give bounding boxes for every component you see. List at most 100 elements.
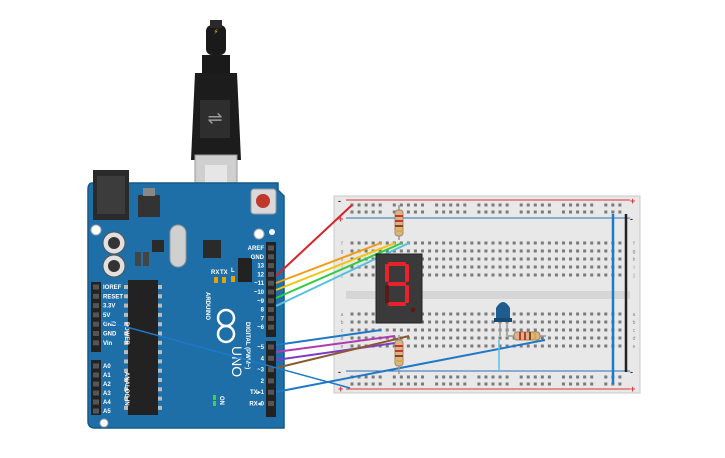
rail-hole[interactable] [456, 382, 460, 386]
breadboard-hole[interactable] [540, 241, 544, 245]
rail-hole[interactable] [562, 375, 565, 379]
digital-pin-socket[interactable] [268, 289, 274, 295]
rail-hole[interactable] [399, 203, 403, 207]
breadboard-hole[interactable] [576, 249, 580, 253]
breadboard-hole[interactable] [498, 336, 502, 340]
rail-hole[interactable] [526, 203, 530, 207]
breadboard-hole[interactable] [618, 312, 622, 316]
rail-hole[interactable] [442, 210, 446, 214]
rail-hole[interactable] [477, 375, 481, 379]
rail-hole[interactable] [442, 375, 446, 379]
rail-hole[interactable] [484, 375, 488, 379]
breadboard-hole[interactable] [547, 344, 551, 348]
rail-hole[interactable] [498, 203, 502, 207]
power-pin-socket[interactable] [93, 312, 99, 318]
breadboard-hole[interactable] [583, 257, 587, 261]
breadboard-hole[interactable] [449, 344, 453, 348]
breadboard-hole[interactable] [547, 249, 551, 253]
breadboard-hole[interactable] [618, 320, 622, 324]
breadboard-hole[interactable] [491, 344, 495, 348]
rail-hole[interactable] [590, 375, 594, 379]
breadboard-hole[interactable] [583, 312, 587, 316]
breadboard-hole[interactable] [597, 249, 601, 253]
breadboard-hole[interactable] [583, 265, 587, 269]
breadboard-hole[interactable] [519, 265, 523, 269]
breadboard-hole[interactable] [590, 257, 594, 261]
rail-hole[interactable] [547, 382, 551, 386]
wire-green[interactable] [275, 242, 403, 299]
breadboard-hole[interactable] [590, 328, 594, 332]
breadboard-hole[interactable] [597, 336, 601, 340]
breadboard-hole[interactable] [371, 241, 375, 245]
breadboard-hole[interactable] [540, 273, 544, 277]
breadboard-hole[interactable] [604, 328, 608, 332]
digital-pin-socket[interactable] [268, 307, 274, 313]
rail-hole[interactable] [463, 382, 467, 386]
rail-hole[interactable] [421, 210, 424, 214]
breadboard-hole[interactable] [597, 257, 601, 261]
breadboard-hole[interactable] [399, 249, 403, 253]
breadboard-hole[interactable] [576, 312, 580, 316]
breadboard-hole[interactable] [477, 336, 481, 340]
breadboard-hole[interactable] [463, 336, 467, 340]
breadboard-hole[interactable] [428, 320, 432, 324]
rail-hole[interactable] [413, 203, 417, 207]
breadboard-hole[interactable] [590, 336, 594, 340]
breadboard-hole[interactable] [597, 241, 601, 245]
breadboard-hole[interactable] [554, 273, 558, 277]
digital-pin-socket[interactable] [268, 367, 274, 373]
rail-hole[interactable] [505, 203, 509, 207]
breadboard-hole[interactable] [428, 312, 432, 316]
breadboard-hole[interactable] [618, 241, 622, 245]
breadboard-hole[interactable] [562, 257, 565, 261]
breadboard-hole[interactable] [491, 328, 495, 332]
breadboard-hole[interactable] [554, 336, 558, 340]
rail-hole[interactable] [583, 382, 587, 386]
rail-hole[interactable] [576, 375, 580, 379]
wire-5v[interactable] [100, 319, 351, 389]
breadboard-hole[interactable] [413, 241, 417, 245]
breadboard-hole[interactable] [449, 328, 453, 332]
rail-hole[interactable] [505, 382, 509, 386]
rail-hole[interactable] [435, 203, 439, 207]
breadboard-hole[interactable] [470, 257, 474, 261]
breadboard-hole[interactable] [569, 265, 573, 269]
breadboard-hole[interactable] [554, 249, 558, 253]
breadboard-hole[interactable] [562, 273, 565, 277]
breadboard-hole[interactable] [526, 241, 530, 245]
breadboard-hole[interactable] [576, 257, 580, 261]
breadboard-hole[interactable] [498, 249, 502, 253]
breadboard-hole[interactable] [442, 241, 446, 245]
breadboard-hole[interactable] [562, 328, 565, 332]
rail-hole[interactable] [569, 382, 573, 386]
breadboard-hole[interactable] [597, 265, 601, 269]
rail-hole[interactable] [533, 382, 537, 386]
breadboard-hole[interactable] [413, 249, 417, 253]
breadboard-hole[interactable] [583, 273, 587, 277]
rail-hole[interactable] [505, 375, 509, 379]
wire-orange[interactable] [275, 242, 382, 284]
breadboard-hole[interactable] [435, 241, 439, 245]
breadboard-hole[interactable] [392, 328, 396, 332]
breadboard-hole[interactable] [526, 257, 530, 261]
breadboard-hole[interactable] [569, 241, 573, 245]
breadboard-hole[interactable] [392, 336, 396, 340]
rail-hole[interactable] [547, 203, 551, 207]
breadboard-hole[interactable] [491, 312, 495, 316]
digital-pin-socket[interactable] [268, 315, 274, 321]
breadboard-hole[interactable] [569, 336, 573, 340]
breadboard-hole[interactable] [470, 344, 474, 348]
rail-hole[interactable] [590, 382, 594, 386]
breadboard-hole[interactable] [449, 336, 453, 340]
rail-hole[interactable] [533, 210, 537, 214]
breadboard-hole[interactable] [533, 344, 537, 348]
breadboard-hole[interactable] [590, 344, 594, 348]
rail-hole[interactable] [618, 203, 622, 207]
breadboard-hole[interactable] [428, 265, 432, 269]
rail-hole[interactable] [505, 210, 509, 214]
rail-hole[interactable] [357, 203, 361, 207]
breadboard-hole[interactable] [554, 328, 558, 332]
breadboard-hole[interactable] [590, 320, 594, 324]
breadboard-hole[interactable] [357, 241, 361, 245]
breadboard-hole[interactable] [442, 320, 446, 324]
